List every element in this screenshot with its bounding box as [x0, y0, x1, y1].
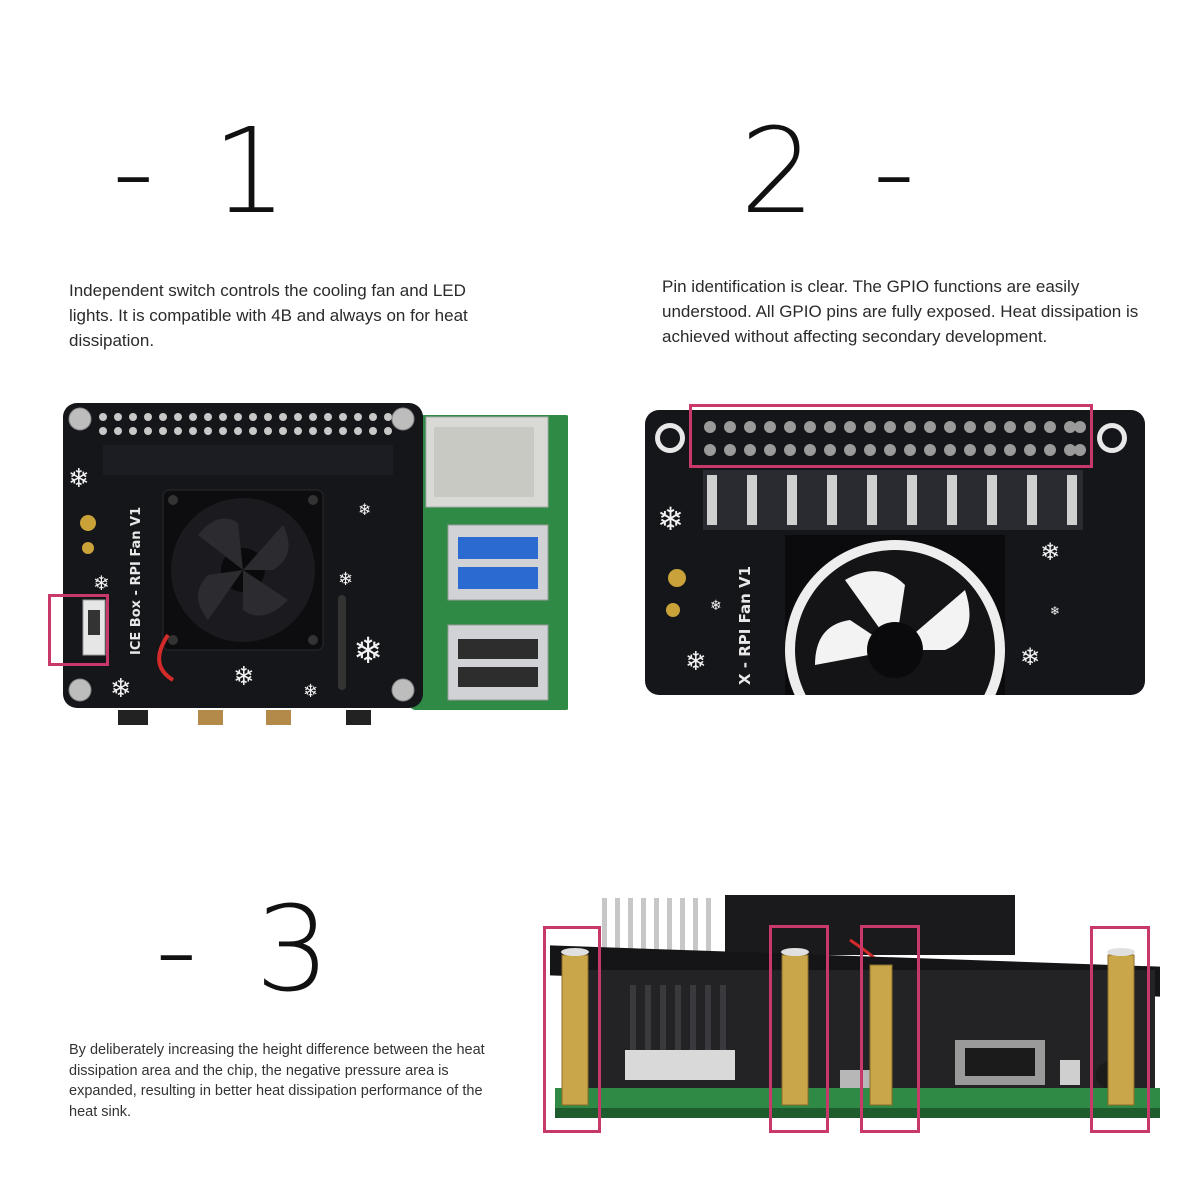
- svg-text:❄: ❄: [710, 598, 722, 614]
- standoff-highlight-3: [860, 925, 920, 1133]
- svg-text:❄: ❄: [110, 674, 132, 704]
- section-2-description: Pin identification is clear. The GPIO fu…: [662, 277, 1139, 346]
- switch-highlight-box: [48, 594, 109, 666]
- section-3-number: - 3: [155, 880, 341, 1018]
- svg-text:❄: ❄: [68, 464, 90, 494]
- section-3-description: By deliberately increasing the height di…: [69, 1042, 485, 1120]
- section-1-number: - 1: [112, 102, 298, 240]
- svg-text:❄: ❄: [303, 681, 318, 702]
- svg-text:❄: ❄: [358, 500, 371, 519]
- svg-text:❄: ❄: [93, 571, 110, 595]
- svg-text:❄: ❄: [233, 662, 255, 692]
- section-1-description: Independent switch controls the cooling …: [69, 281, 468, 350]
- standoff-highlight-4: [1090, 926, 1150, 1133]
- standoff-highlight-1: [543, 926, 601, 1133]
- svg-text:❄: ❄: [1050, 604, 1060, 618]
- standoff-highlight-2: [769, 925, 829, 1133]
- svg-text:❄: ❄: [1040, 538, 1060, 566]
- section-2-board-label: X - RPI Fan V1: [736, 566, 754, 685]
- svg-text:❄: ❄: [657, 500, 684, 538]
- svg-text:❄: ❄: [1020, 643, 1040, 671]
- svg-text:❄: ❄: [685, 647, 707, 677]
- svg-text:❄: ❄: [338, 569, 353, 590]
- product-photo-top-view: ❄ ❄ ❄ ❄ ❄ ❄ ❄ ❄ ICE Box - RPI Fan V1: [48, 395, 573, 735]
- gpio-header-highlight-box: [689, 404, 1093, 468]
- section-2-number: 2 -: [740, 102, 926, 240]
- svg-text:❄: ❄: [353, 631, 383, 672]
- section-1-board-label: ICE Box - RPI Fan V1: [129, 507, 144, 655]
- product-photo-side-view: [540, 890, 1180, 1140]
